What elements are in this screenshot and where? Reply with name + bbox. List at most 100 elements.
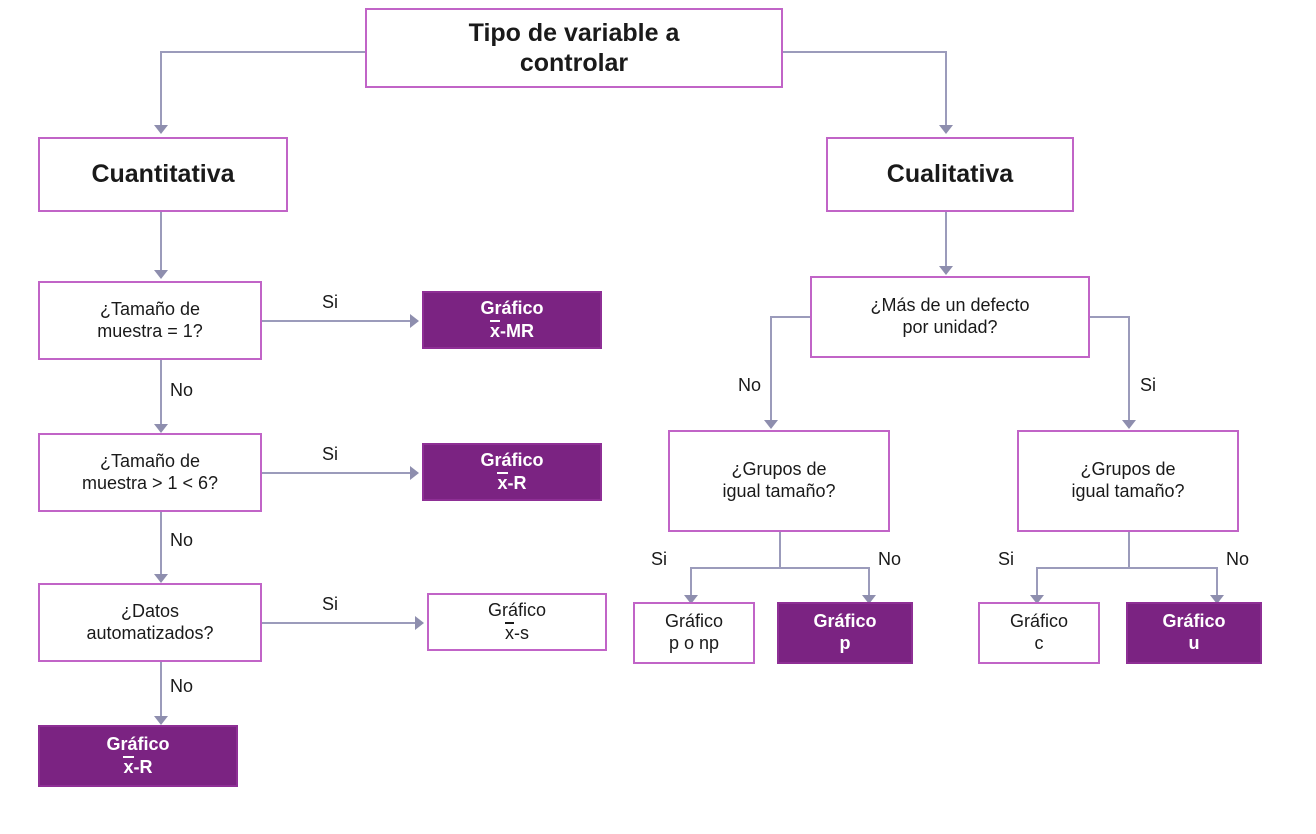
node-xbar-r1-line1: Gráfico (480, 449, 544, 470)
connector-datos-no (160, 662, 162, 718)
node-c-line1: Gráfico (1009, 611, 1069, 632)
node-tamano-muestra-1[interactable]: ¿Tamaño de muestra = 1? (38, 281, 262, 360)
edge-label-si-defecto: Si (1140, 375, 1157, 395)
arrow-grupos-der-to-c (1030, 595, 1044, 604)
edge-label-si-tamano16: Si (322, 444, 339, 464)
node-xbar-r2-line2: x-R (123, 755, 153, 779)
connector-datos-si (262, 622, 417, 624)
node-tamano16-line1: ¿Tamaño de (99, 450, 201, 471)
node-c-line2: c (1034, 633, 1044, 653)
node-cuantitativa[interactable]: Cuantitativa (38, 137, 288, 212)
connector-defecto-si-vertical (1128, 316, 1130, 422)
node-tamano1-line2: muestra = 1? (97, 320, 203, 341)
arrow-cuantitativa-to-tamano1 (154, 270, 168, 279)
connector-tamano16-no (160, 512, 162, 576)
connector-tamano1-no (160, 360, 162, 426)
edge-label-no-grupos-izq: No (878, 549, 902, 569)
connector-root-right-horizontal (783, 51, 947, 53)
connector-cualitativa-down (945, 212, 947, 268)
node-grafico-p[interactable]: Gráfico p (777, 602, 913, 664)
connector-root-left-horizontal (160, 51, 365, 53)
arrow-tamano16-to-xbarr (410, 466, 419, 480)
edge-label-si-grupos-der: Si (998, 549, 1015, 569)
node-xbar-r2-suffix: -R (133, 756, 153, 777)
connector-defecto-no-horizontal (770, 316, 812, 318)
node-xbar-s-line2: x-s (505, 621, 529, 645)
node-tipo-de-variable-a-controlar[interactable]: Tipo de variable a controlar (365, 8, 783, 88)
node-x-mr-overline-x: x (489, 319, 500, 341)
connector-tamano16-si (262, 472, 412, 474)
connector-root-right-vertical (945, 51, 947, 127)
node-grafico-u[interactable]: Gráfico u (1126, 602, 1262, 664)
node-grafico-xbar-r-1[interactable]: Gráfico x-R (422, 443, 602, 501)
connector-cuantitativa-down (160, 212, 162, 272)
arrow-tamano16-to-datos (154, 574, 168, 583)
node-xbar-r2-line1: Gráfico (106, 733, 170, 754)
node-p-np-line1: Gráfico (664, 611, 724, 632)
node-grafico-c[interactable]: Gráfico c (978, 602, 1100, 664)
connector-grupos-der-split (1036, 567, 1218, 569)
edge-label-si-datos: Si (322, 594, 339, 614)
connector-grupos-der-stem (1128, 532, 1130, 568)
node-xbar-r2-overline-x: x (123, 755, 134, 777)
node-cuantitativa-label: Cuantitativa (91, 160, 235, 189)
node-p-np-line2: p o np (668, 633, 720, 653)
node-defecto-line2: por unidad? (902, 317, 998, 337)
node-xbar-r1-line2: x-R (497, 471, 527, 495)
node-grafico-x-mr[interactable]: Gráfico x-MR (422, 291, 602, 349)
node-tamano1-line1: ¿Tamaño de (99, 298, 201, 319)
arrow-root-to-cualitativa (939, 125, 953, 134)
node-grupos-izq-line1: ¿Grupos de (731, 459, 827, 480)
node-datos-automatizados[interactable]: ¿Datos automatizados? (38, 583, 262, 662)
node-root-line1: Tipo de variable a (468, 18, 680, 47)
connector-grupos-izq-no-drop (868, 567, 870, 597)
edge-label-no-datos: No (170, 676, 194, 696)
arrow-defecto-to-grupos-der (1122, 420, 1136, 429)
node-grupos-igual-tamano-derecha[interactable]: ¿Grupos de igual tamaño? (1017, 430, 1239, 532)
node-u-line1: Gráfico (1162, 611, 1226, 632)
arrow-grupos-izq-to-p (862, 595, 876, 604)
connector-root-left-vertical (160, 51, 162, 127)
node-p-line1: Gráfico (813, 611, 877, 632)
edge-label-no-tamano1: No (170, 380, 194, 400)
node-u-line2: u (1188, 633, 1200, 653)
node-xbar-s-overline-x: x (505, 621, 514, 643)
connector-grupos-izq-stem (779, 532, 781, 568)
connector-tamano1-si (262, 320, 412, 322)
node-datos-line1: ¿Datos (120, 600, 180, 621)
arrow-defecto-to-grupos-izq (764, 420, 778, 429)
node-root-line2: controlar (519, 49, 629, 77)
arrow-root-to-cuantitativa (154, 125, 168, 134)
arrow-tamano1-to-tamano16 (154, 424, 168, 433)
arrow-datos-to-xbarr2 (154, 716, 168, 725)
arrow-tamano1-to-xmr (410, 314, 419, 328)
node-tamano16-line2: muestra > 1 < 6? (81, 472, 219, 493)
connector-defecto-si-horizontal (1088, 316, 1130, 318)
node-grupos-der-line1: ¿Grupos de (1080, 459, 1176, 480)
edge-label-no-defecto: No (738, 375, 762, 395)
node-tamano-muestra-1-6[interactable]: ¿Tamaño de muestra > 1 < 6? (38, 433, 262, 512)
edge-label-no-tamano16: No (170, 530, 194, 550)
node-p-line2: p (839, 633, 851, 653)
arrow-grupos-izq-to-p-np (684, 595, 698, 604)
node-grafico-xbar-s[interactable]: Gráfico x-s (427, 593, 607, 651)
node-xbar-r1-suffix: -R (507, 472, 527, 493)
node-grafico-xbar-r-2[interactable]: Gráfico x-R (38, 725, 238, 787)
connector-grupos-izq-split (690, 567, 870, 569)
edge-label-si-grupos-izq: Si (651, 549, 668, 569)
node-grafico-p-o-np[interactable]: Gráfico p o np (633, 602, 755, 664)
connector-defecto-no-vertical (770, 316, 772, 422)
node-cualitativa-label: Cualitativa (886, 160, 1014, 189)
node-x-mr-line1: Gráfico (480, 297, 544, 318)
connector-grupos-der-no-drop (1216, 567, 1218, 597)
node-defecto-line1: ¿Más de un defecto (870, 295, 1030, 316)
node-grupos-izq-line2: igual tamaño? (722, 481, 836, 501)
node-xbar-s-suffix: -s (514, 622, 529, 643)
node-cualitativa[interactable]: Cualitativa (826, 137, 1074, 212)
node-grupos-igual-tamano-izquierda[interactable]: ¿Grupos de igual tamaño? (668, 430, 890, 532)
node-mas-de-un-defecto-por-unidad[interactable]: ¿Más de un defecto por unidad? (810, 276, 1090, 358)
connector-grupos-izq-si-drop (690, 567, 692, 597)
arrow-cualitativa-to-defecto (939, 266, 953, 275)
arrow-grupos-der-to-u (1210, 595, 1224, 604)
